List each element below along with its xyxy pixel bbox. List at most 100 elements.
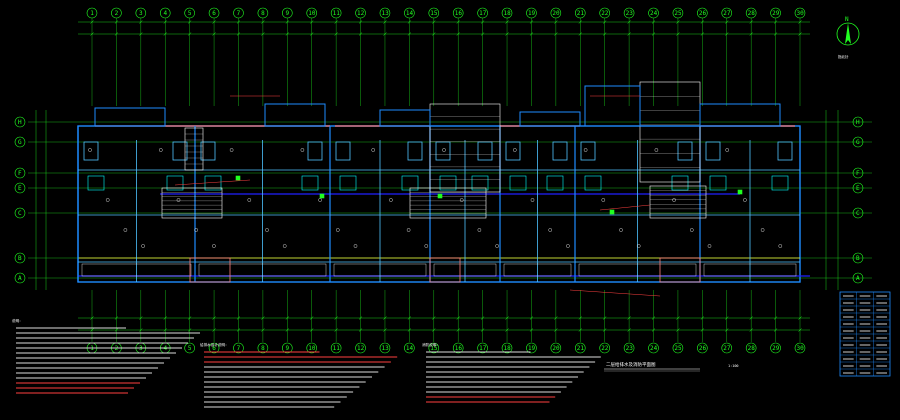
bathroom <box>435 141 451 161</box>
bottom-axis-bubble <box>574 342 586 354</box>
fixture-symbol <box>743 198 747 202</box>
bathroom <box>777 141 793 161</box>
top-axis-label: 26 <box>699 10 707 17</box>
top-axis-label: 23 <box>626 10 634 17</box>
bottom-axis-label: 11 <box>333 345 341 352</box>
drawing-title-block: 二层给排水及消防平面图 1:100 <box>604 361 739 372</box>
top-axis-bubble <box>306 7 318 19</box>
bottom-axis-label: 13 <box>381 345 389 352</box>
fixture-symbol <box>442 148 446 152</box>
row-axis-bubble-left <box>14 252 26 264</box>
fixture-symbol <box>353 244 358 248</box>
bottom-axis-bubble <box>697 342 708 354</box>
top-axis-label: 22 <box>601 10 609 17</box>
top-axis-bubble <box>159 7 171 19</box>
bottom-axis-label: 30 <box>797 345 805 352</box>
kitchen <box>546 175 564 191</box>
design-notes: 说明：给排水设计说明：消防说明： <box>12 318 601 408</box>
bottom-axis-bubble <box>184 342 195 354</box>
bay-window <box>699 103 781 127</box>
top-axis-label: 24 <box>650 10 658 17</box>
row-axis-label: A <box>856 275 860 282</box>
fixture-symbol <box>371 148 376 152</box>
top-axis-label: 30 <box>797 10 805 17</box>
fixture-symbol <box>495 244 499 248</box>
bottom-axis-label: 10 <box>308 345 316 352</box>
balcony <box>81 263 192 277</box>
top-axis-bubble <box>721 7 733 19</box>
fixture-symbol <box>105 198 110 202</box>
top-axis-bubble <box>770 7 781 19</box>
row-axis-bubble-right <box>852 167 864 179</box>
floor-plan <box>77 81 810 283</box>
row-axis-bubble-right <box>852 252 864 264</box>
fixture-symbol <box>672 198 676 202</box>
bottom-axis-label: 18 <box>504 345 512 352</box>
row-axis-label: B <box>856 255 860 262</box>
fixture-symbol <box>141 244 145 248</box>
kitchen <box>87 175 105 191</box>
top-axis-label: 16 <box>455 10 463 17</box>
row-axis-bubble-right <box>852 136 864 148</box>
bathroom <box>172 141 188 161</box>
fixture-symbol <box>760 228 765 232</box>
fixture-symbol <box>194 228 198 232</box>
fixture-symbol <box>424 244 429 248</box>
bottom-axis-bubble <box>648 342 659 354</box>
fire-hydrant-icon <box>737 189 743 195</box>
fixture-symbol <box>318 198 322 202</box>
balcony <box>333 263 427 277</box>
fixture-symbol <box>566 244 570 248</box>
bottom-axis-label: 26 <box>699 345 707 352</box>
top-axis-bubble <box>697 7 708 19</box>
row-axis-label: E <box>18 185 22 192</box>
bottom-axis-label: 12 <box>357 345 365 352</box>
top-axis-label: 8 <box>261 10 265 17</box>
bottom-axis-label: 6 <box>212 345 216 352</box>
bay-window <box>264 103 326 127</box>
bottom-axis-label: 5 <box>188 345 192 352</box>
stair-core <box>429 103 501 193</box>
fixture-symbol <box>477 228 482 232</box>
kitchen <box>584 175 602 191</box>
top-axis-bubble <box>672 7 684 19</box>
kitchen <box>166 175 184 191</box>
top-axis-bubble <box>599 7 610 19</box>
top-axis-label: 10 <box>308 10 316 17</box>
bottom-axis-bubble <box>599 342 610 354</box>
drawing-scale: 1:100 <box>728 364 739 368</box>
row-axis-label: E <box>856 185 860 192</box>
bay-window <box>94 107 166 127</box>
bottom-axis-bubble <box>257 342 269 354</box>
top-axis-bubble <box>233 7 244 19</box>
kitchen <box>771 175 789 191</box>
top-axis-bubble <box>745 7 757 19</box>
top-axis-bubble <box>477 7 488 19</box>
top-axis-label: 1 <box>90 10 94 17</box>
bathroom <box>335 141 351 161</box>
row-axis-bubble-right <box>852 207 864 219</box>
row-axis-label: C <box>856 210 860 217</box>
fixture-symbol <box>88 148 92 152</box>
bottom-axis-label: 15 <box>430 345 438 352</box>
bottom-axis-bubble <box>233 342 244 354</box>
elevator-shaft <box>429 257 461 283</box>
row-axis-label: C <box>18 210 22 217</box>
notes-heading: 给排水设计说明： <box>200 342 229 347</box>
bottom-axis-label: 25 <box>674 345 682 352</box>
bathroom <box>200 141 216 161</box>
fixture-symbol <box>123 228 128 232</box>
bathroom <box>705 141 721 161</box>
top-axis-bubble <box>86 7 98 19</box>
row-axis-bubble-left <box>14 167 26 179</box>
elevator-shaft <box>659 257 701 283</box>
top-axis-label: 2 <box>115 10 119 17</box>
fire-hydrant-icon <box>609 209 615 215</box>
fixture-symbol <box>690 228 694 232</box>
kitchen <box>439 175 457 191</box>
kitchen <box>339 175 357 191</box>
bottom-axis-bubble <box>452 342 464 354</box>
row-axis-label: G <box>856 139 860 146</box>
bottom-axis-bubble <box>526 342 537 354</box>
